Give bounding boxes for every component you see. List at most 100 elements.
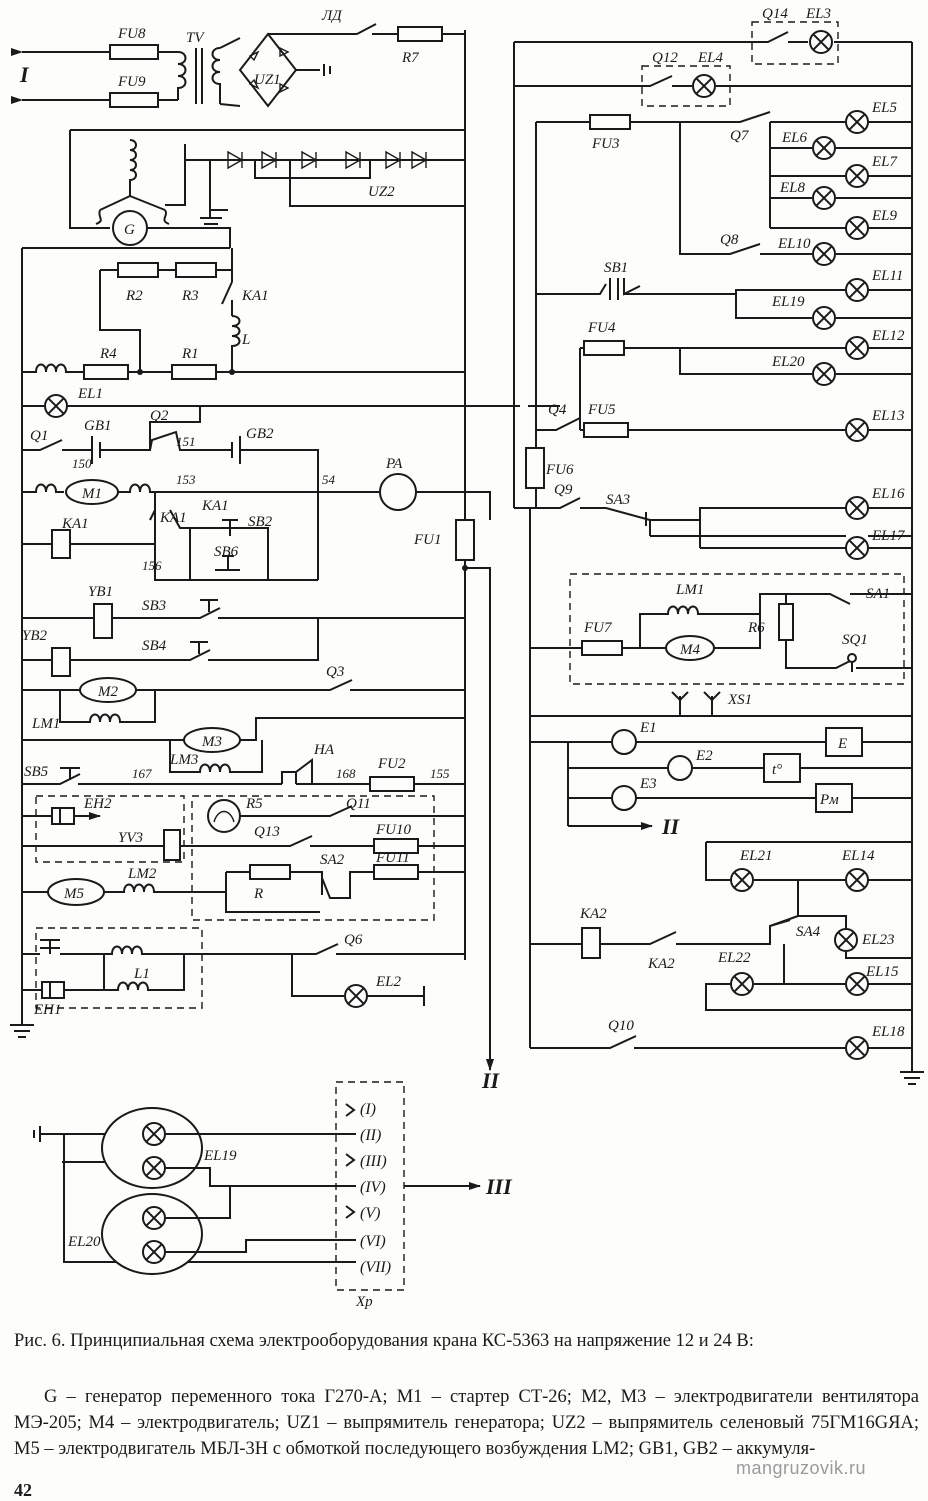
label-SA3: SA3 [606,492,630,508]
label-EL6: EL6 [781,130,808,146]
label-SQ1: SQ1 [842,632,868,648]
label-M3: M3 [201,734,222,750]
label-YB1: YB1 [88,584,113,600]
label-GB1: GB1 [84,418,112,434]
label-KA1-contact-a: KA1 [159,510,187,526]
label-FU3: FU3 [591,136,620,152]
label-EL18: EL18 [871,1024,905,1040]
schematic-labels: I II III FU8 FU9 TV ЛД R7 UZ1 UZ2 G R2 R… [19,6,906,1310]
label-M5: M5 [63,886,84,902]
label-pin-II: (II) [360,1127,381,1144]
label-LM1-M4: LM1 [675,582,704,598]
label-EL5: EL5 [871,100,898,116]
label-L: L [241,332,250,348]
label-Q11: Q11 [346,796,371,812]
label-R2: R2 [125,288,143,304]
label-Q13: Q13 [254,824,280,840]
coil-R4-branch [22,363,465,380]
figure-caption-title: Рис. 6. Принципиальная схема электрообор… [14,1331,754,1351]
label-FU5: FU5 [587,402,616,418]
label-R3: R3 [181,288,199,304]
label-SB4: SB4 [142,638,167,654]
label-SB3: SB3 [142,598,166,614]
label-KA2-contact: KA2 [647,956,675,972]
label-YB2: YB2 [22,628,48,644]
generator-G [22,129,465,249]
starter-M1 [22,479,380,505]
fuse-FU3-branch [535,110,912,508]
label-EL1: EL1 [77,386,103,402]
right-ground-rail [900,42,924,1085]
right-supply-rail [513,42,536,1048]
label-SA4: SA4 [796,924,821,940]
label-R1: R1 [181,346,199,362]
label-n168: 168 [336,766,356,781]
label-UZ1: UZ1 [254,72,281,88]
label-out-II-gauges: II [661,814,681,839]
electrical-schematic: I II III FU8 FU9 TV ЛД R7 UZ1 UZ2 G R2 R… [10,6,924,1310]
label-L1: L1 [133,966,150,982]
relay-KA2-lamps-EL21-EL23 [530,841,912,1011]
label-n155: 155 [430,766,450,781]
label-LM2: LM2 [127,866,157,882]
label-out-I: I [19,62,30,87]
Q14-EL3-group [514,21,912,65]
label-Q12: Q12 [652,50,678,66]
label-R5: R5 [245,796,263,812]
label-E2: E2 [695,748,713,764]
Q4-FU5-EL13 [525,417,912,489]
group-L1-EH1 [22,927,465,1009]
label-SA1: SA1 [866,586,890,602]
FU4-lamps-EL12-EL20 [579,336,912,430]
label-EL10: EL10 [777,236,811,252]
label-LM3: LM3 [169,752,198,768]
horn-circuit-HA [22,758,465,792]
label-Q10: Q10 [608,1018,634,1034]
label-EL9: EL9 [871,208,898,224]
connector-XS1 [530,691,912,717]
label-EL2: EL2 [375,974,402,990]
label-EL7: EL7 [871,154,899,170]
label-KA1-contact-b: KA1 [201,498,229,514]
label-UZ2: UZ2 [368,184,395,200]
label-Q6: Q6 [344,932,363,948]
label-EH1: EH1 [33,1002,62,1018]
coil-L [231,315,241,372]
label-HA: HA [313,742,335,758]
label-FU4: FU4 [587,320,616,336]
ammeter-PA [379,473,491,520]
transformer-TV [177,37,241,107]
solenoid-YB2 [22,618,319,677]
label-KA1-coil: KA1 [61,516,89,532]
label-G: G [124,222,135,238]
label-n54: 54 [322,472,336,487]
label-EL22: EL22 [717,950,751,966]
switch-Q10-EL18 [530,1035,912,1060]
fuse-FU9 [109,92,159,108]
Q12-EL4-group [514,65,912,107]
label-Q9: Q9 [554,482,573,498]
fan-motor-M3 [22,717,465,773]
label-EL13: EL13 [871,408,905,424]
label-gauge-E: E [837,736,847,752]
lamp-EL2 [344,984,425,1008]
label-n156: 156 [142,558,162,573]
label-Q14: Q14 [762,6,788,22]
label-n150: 150 [72,456,92,471]
label-GB2: GB2 [246,426,274,442]
label-YV3: YV3 [118,830,143,846]
label-FU8: FU8 [117,26,146,42]
label-n153: 153 [176,472,196,487]
rectifier-UZ1 [238,32,350,108]
label-M2: M2 [97,684,118,700]
label-Q2: Q2 [150,408,169,424]
label-FU11: FU11 [375,850,410,866]
label-R: R [253,886,263,902]
label-KA1: KA1 [241,288,269,304]
label-EL17: EL17 [871,528,906,544]
label-KA2: KA2 [579,906,607,922]
label-EL3: EL3 [805,6,831,22]
SB1-lamps-EL11-EL19 [536,278,912,330]
left-ground-rail [10,248,34,1038]
label-FU2: FU2 [377,756,406,772]
